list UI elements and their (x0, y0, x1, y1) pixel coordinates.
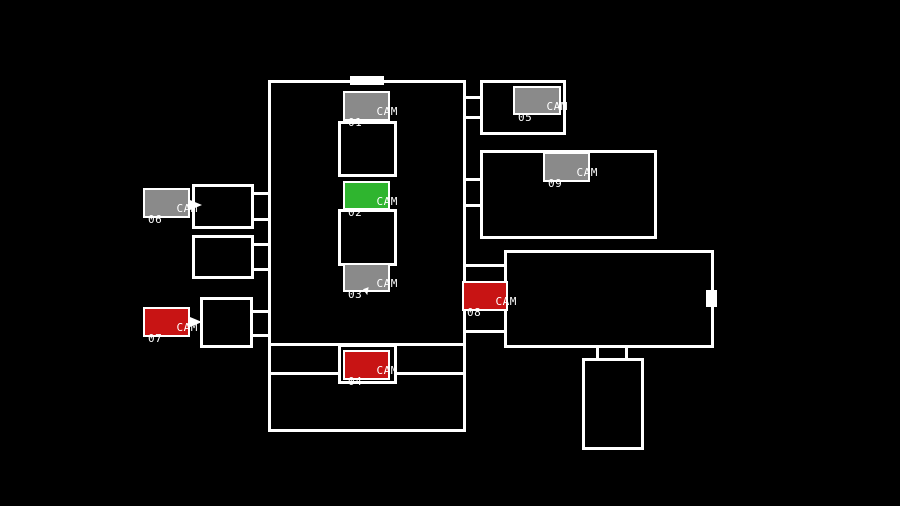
cam-04-label-line2: 04 (348, 375, 363, 388)
right-connector-6 (466, 330, 504, 333)
cam-08-button[interactable]: CAM 08 (462, 281, 516, 318)
cam-04-button[interactable]: CAM 04 (343, 350, 397, 387)
right-connector-4 (466, 204, 480, 207)
left-room-06 (192, 184, 254, 229)
room-08-door (706, 290, 717, 307)
cam-05-label-line1: CAM (546, 100, 568, 113)
cam-09-label-line2: 09 (548, 177, 563, 190)
cam-09-button[interactable]: CAM 09 (543, 152, 597, 189)
cam-09-label-line1: CAM (576, 166, 598, 179)
cam-01-label-line2: 01 (348, 116, 363, 129)
left-connector-4 (254, 268, 268, 271)
cam-07-button[interactable]: CAM 07 (143, 307, 197, 344)
cam-04-label-line1: CAM (376, 364, 398, 377)
cam-03-label-line1: CAM (376, 277, 398, 290)
cam-06-button[interactable]: CAM 06 (143, 188, 197, 225)
arrow-cam06-icon (190, 200, 202, 210)
arrow-cam07-icon (190, 317, 202, 327)
cam-06-label-line2: 06 (148, 213, 163, 226)
cam-02-label-line2: 02 (348, 206, 363, 219)
cam-06-label-line1: CAM (176, 202, 198, 215)
cam-07-label-line2: 07 (148, 332, 163, 345)
left-connector-5 (253, 310, 268, 313)
inner-room-upper (338, 121, 397, 177)
cam-08-label-line2: 08 (467, 306, 482, 319)
main-hall-vent (350, 76, 384, 85)
cam-02-label-line1: CAM (376, 195, 398, 208)
cam-07-label-line1: CAM (176, 321, 198, 334)
bottom-right-connector-1 (596, 346, 599, 360)
left-room-middle (192, 235, 254, 279)
room-bottom-right (582, 358, 644, 450)
left-connector-1 (254, 192, 268, 195)
right-connector-2 (466, 116, 480, 119)
cam-01-label-line1: CAM (376, 105, 398, 118)
cam-03-button[interactable]: CAM 03 (343, 263, 397, 300)
left-connector-2 (254, 218, 268, 221)
room-09 (480, 150, 657, 239)
left-connector-3 (254, 243, 268, 246)
cam-08-label-line1: CAM (495, 295, 517, 308)
left-connector-6 (253, 334, 268, 337)
right-connector-3 (466, 178, 480, 181)
right-connector-5 (466, 264, 504, 267)
cam-05-label-line2: 05 (518, 111, 533, 124)
right-connector-1 (466, 96, 480, 99)
bottom-right-connector-2 (625, 346, 628, 360)
room-08 (504, 250, 714, 348)
cam-05-button[interactable]: CAM 05 (513, 86, 567, 123)
cam-01-button[interactable]: CAM 01 (343, 91, 397, 128)
left-room-07 (200, 297, 253, 348)
cam-02-button[interactable]: CAM 02 (343, 181, 397, 218)
cam-03-label-line2: 03 (348, 288, 363, 301)
